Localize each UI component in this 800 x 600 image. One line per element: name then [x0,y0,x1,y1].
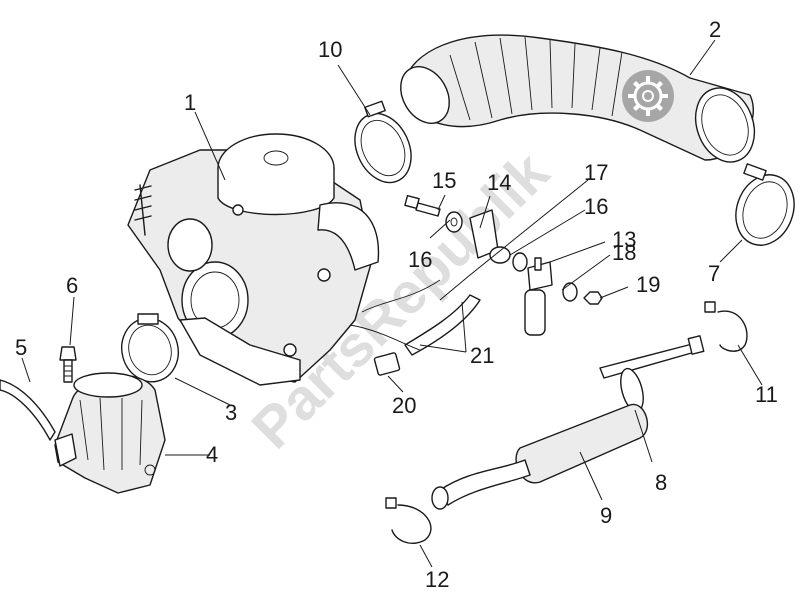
callout-6: 6 [66,273,78,298]
gear-icon [622,70,674,122]
callout-4: 4 [206,442,218,467]
hose-clamp-10 [354,100,412,184]
callout-3: 3 [225,400,237,425]
nut-19 [583,291,603,305]
clamp-12 [385,497,432,544]
muffler-9 [431,403,649,510]
callout-20: 20 [392,393,416,418]
callout-12: 12 [425,567,449,592]
callout-15: 15 [432,168,456,193]
washer-16b [512,252,528,272]
callout-19: 19 [636,272,660,297]
callout-17: 17 [584,160,608,185]
carburettor [127,133,380,386]
intake-duct [400,34,756,163]
intake-manifold [54,372,166,494]
callout-9: 9 [600,503,612,528]
callout-2: 2 [709,17,721,42]
callout-18: 18 [612,240,636,265]
hose-clamp-3 [121,313,179,383]
vent-hose [0,379,56,441]
callout-16a: 16 [408,247,432,272]
spacer-17 [489,246,511,264]
washer-16a [445,211,463,233]
callout-13: 13 [612,227,636,252]
hose-clamp-7 [735,163,795,246]
breather-pipe-21 [349,279,481,356]
callout-1: 1 [184,90,196,115]
callout-14: 14 [487,170,511,195]
leader-lines [21,39,763,568]
washer-18 [562,282,578,302]
callout-16b: 16 [584,194,608,219]
connector-20 [373,352,401,376]
shaft-8 [599,335,705,413]
clamp-11 [704,301,748,352]
callout-5: 5 [15,335,27,360]
callout-7: 7 [708,261,720,286]
callout-10: 10 [318,37,342,62]
screw-15 [404,194,441,217]
callout-labels: 1 2 3 4 5 6 7 8 9 10 11 12 13 14 15 16 1… [15,17,778,592]
callout-8: 8 [655,470,667,495]
screw-6 [59,346,77,383]
callout-11: 11 [755,382,778,407]
callout-21: 21 [470,343,494,368]
fuel-valve-13 [524,257,553,336]
